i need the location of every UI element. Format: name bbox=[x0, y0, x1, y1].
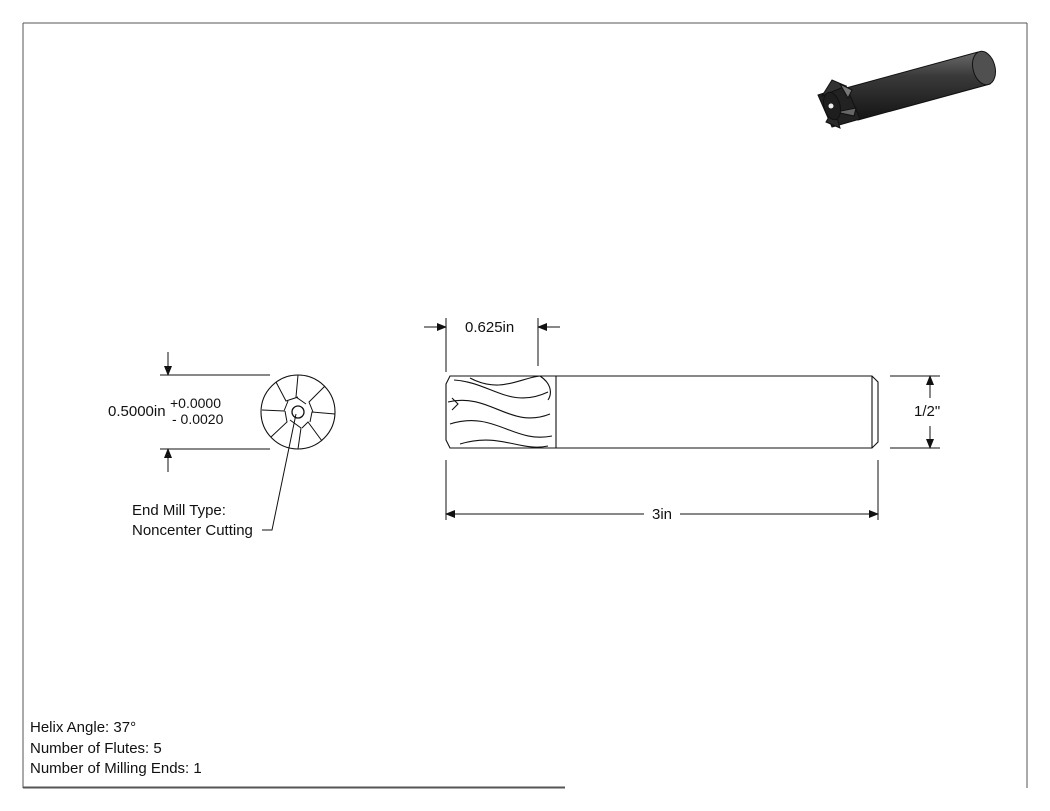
diameter-label: 0.5000in bbox=[108, 403, 166, 420]
tolerance-plus: +0.0000 bbox=[170, 395, 221, 411]
isometric-view bbox=[817, 50, 997, 129]
flutes-count-text: Number of Flutes: 5 bbox=[30, 739, 162, 757]
helix-angle-text: Helix Angle: 37° bbox=[30, 719, 137, 736]
end-view bbox=[260, 374, 336, 450]
sheet-border bbox=[22, 22, 1028, 789]
specifications-block: Helix Angle: 37° Number of Flutes: 5 Num… bbox=[30, 718, 202, 780]
overall-length-label: 3in bbox=[652, 506, 673, 523]
shank-diameter-label: 1/2" bbox=[914, 403, 941, 420]
flute-length-label: 0.625in bbox=[465, 319, 515, 336]
end-type-leader bbox=[262, 413, 297, 531]
milling-ends-text: Number of Milling Ends: 1 bbox=[30, 760, 202, 777]
end-mill-type-line1: End Mill Type: bbox=[132, 502, 226, 519]
side-view bbox=[445, 375, 879, 449]
tolerance-minus: - 0.0020 bbox=[172, 411, 224, 427]
end-mill-type-line2: Noncenter Cutting bbox=[132, 522, 253, 539]
